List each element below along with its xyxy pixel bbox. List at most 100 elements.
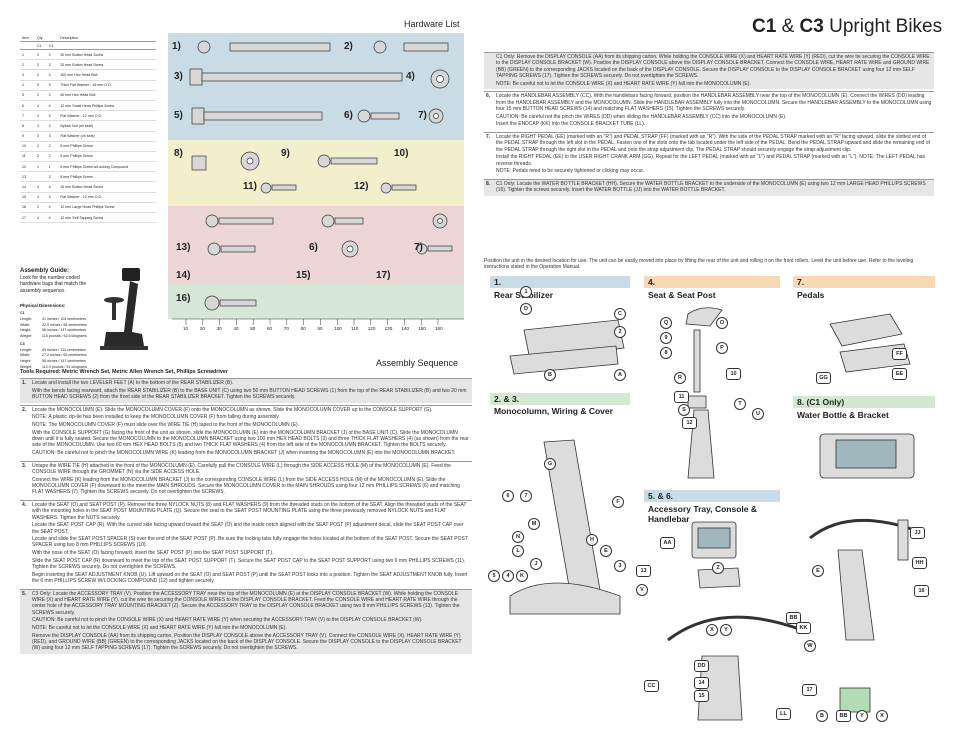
item-description: 50 mm Button Head Screw (58, 49, 156, 61)
seat-post (693, 329, 701, 393)
item-number: 14 (20, 181, 35, 193)
dimension-row: Weight:116 pounds / 52.6 kilograms (20, 334, 87, 340)
item-number: 12 (20, 161, 35, 173)
qty-c3: 4 (46, 110, 59, 122)
hex-head-3 (189, 68, 203, 86)
dimension-value: 112.4 pounds / 51 kilograms (42, 364, 87, 369)
step-paragraph: Insert the ENDCAP (KK) into the CONSOLE … (496, 121, 646, 128)
instruction-step: 5. C3 Only: Locate the ACCESSORY TRAY (V)… (20, 588, 472, 655)
item-number: 3 (20, 69, 35, 81)
instruction-step: 2.Locate the MONOCOLUMN (E). Slide the M… (20, 404, 472, 459)
qty-c1: 5 (34, 80, 47, 91)
bike-illustration (100, 268, 148, 350)
ruler-label: 100 (334, 326, 342, 331)
callout-label: 16 (914, 585, 929, 597)
bolt-head-1 (197, 40, 211, 54)
step-number (486, 54, 496, 88)
callout-label: 11 (674, 391, 689, 403)
qty-c1: 2 (34, 49, 47, 61)
qty-c1: 4 (34, 100, 47, 112)
screw-shaft-17 (427, 245, 453, 252)
item-description: 12 mm Small Head Phillips Screw (58, 100, 156, 112)
handlebar-assembly (667, 615, 803, 642)
dimension-label: Length: (20, 347, 32, 352)
hardware-label: 1) (172, 41, 181, 52)
dimension-label: Width: (20, 322, 31, 327)
step-number: 4. (22, 501, 27, 508)
qty-c1: 3 (34, 131, 47, 142)
screw-shaft-6b (334, 217, 364, 225)
hardware-label: 4) (406, 71, 415, 82)
qty-c3: 2 (46, 90, 59, 101)
step-paragraph: CAUTION: Be careful not to pinch the MON… (32, 449, 456, 456)
qty-c3: 2 (46, 69, 59, 81)
dimension-label: Weight: (20, 364, 33, 369)
assembly-sequence-title: Assembly Sequence (376, 358, 459, 368)
screw-head-6 (357, 109, 371, 123)
main-shroud (509, 582, 621, 615)
callout-label: B (544, 369, 556, 381)
item-number: 5 (20, 90, 35, 101)
item-number: 10 (20, 141, 35, 152)
ruler-label: 20 (199, 326, 205, 331)
panel-illustrations (509, 307, 921, 721)
panel-bar-8: 8. (C1 Only) (793, 396, 935, 408)
callout-label: 8 (660, 347, 672, 359)
right-pedal-top (829, 313, 903, 347)
qty-c3: 0 (46, 202, 59, 214)
qty-c3: 4 (46, 192, 59, 203)
item-number: 2 (20, 59, 35, 71)
panel-title-23: Monocolumn, Wiring & Cover (494, 406, 613, 416)
dimension-label: Length: (20, 316, 32, 321)
hardware-label: 15) (296, 270, 311, 281)
step-paragraph: Locate the SEAT POST CAP (R). With the c… (32, 522, 464, 535)
step-paragraph: C3 Only: Locate the ACCESSORY TRAY (V). … (32, 590, 460, 616)
title-c3: C3 (799, 16, 824, 37)
instruction-step: 4.Locate the SEAT (O) and SEAT POST (P).… (20, 499, 472, 587)
callout-label: W (804, 640, 816, 652)
qty-c1: 4 (34, 181, 47, 193)
position-note: Position the unit in the desired locatio… (484, 258, 914, 271)
step-number: 5. (22, 590, 27, 597)
instructions-right: C1 Only: Remove the DISPLAY CONSOLE (AA)… (484, 52, 934, 198)
qty-c1: 3 (34, 120, 47, 132)
step-number: 1. (22, 380, 27, 386)
item-description: 15 mm Button Head Screw (58, 181, 156, 193)
item-number: 7 (20, 110, 35, 122)
callout-label: O (716, 317, 728, 329)
screw-head-12 (380, 182, 392, 194)
item-number: 17 (20, 212, 35, 224)
item-description: 100 mm Hex Head Bolt (58, 69, 156, 81)
bike-console (122, 268, 140, 281)
instruction-step: 3.Untape the WIRE TIE (H) attached to th… (20, 460, 472, 498)
hardware-label: 6) (309, 242, 318, 253)
monocolumn-c1 (837, 549, 875, 641)
dimension-row: Height:58 inches / 147 centimeters (20, 328, 87, 334)
qty-c3: 2 (46, 49, 59, 61)
step-paragraph: C1 Only: Remove the DISPLAY CONSOLE (AA)… (496, 54, 930, 80)
callout-label: Z (712, 562, 724, 574)
item-description: Nylock Nut (on seat) (58, 120, 156, 132)
screw-shaft-6 (370, 112, 400, 120)
callout-label: P (716, 342, 728, 354)
accessory-tray (697, 567, 741, 589)
screw-shaft-14 (220, 245, 256, 253)
step-number: 7. (486, 133, 491, 140)
step-paragraph: NOTE: The MONOCOLUMN COVER (F) must slid… (32, 421, 300, 428)
step-paragraph: Untape the WIRE TIE (H) attached to the … (32, 462, 451, 475)
rear-stabilizer-bar (509, 345, 619, 375)
item-number: 16 (20, 202, 35, 214)
ruler-label: 160 (435, 326, 443, 331)
callout-label: Y (856, 710, 868, 722)
callout-label: LL (776, 708, 791, 720)
title-c1: C1 (752, 16, 777, 37)
panel-title-8: Water Bottle & Bracket (797, 410, 889, 420)
callout-label: Q (660, 317, 672, 329)
hardware-drawings (189, 40, 453, 311)
callout-label: KK (796, 622, 811, 634)
callout-label: 2 (614, 326, 626, 338)
panel-bar-4: 4. (644, 276, 780, 288)
